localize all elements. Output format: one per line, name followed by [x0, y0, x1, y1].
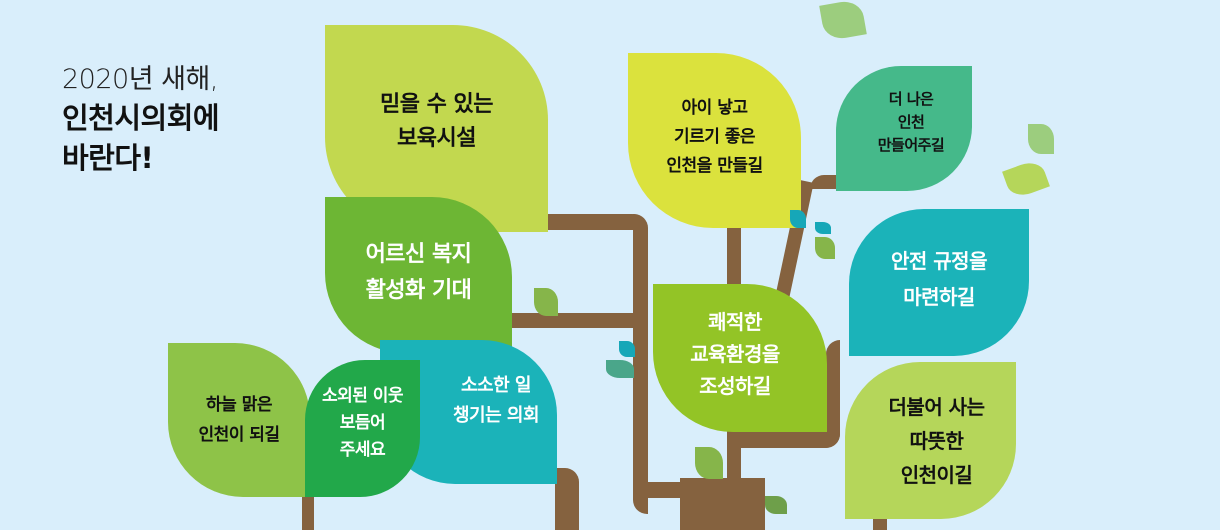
small-leaf-icon	[619, 341, 635, 357]
headline-year: 2020년 새해,	[62, 64, 218, 95]
small-leaf-icon	[695, 447, 723, 479]
leaf-text: 인천을 만들길	[666, 156, 763, 176]
headline-council: 인천시의회에	[62, 101, 220, 135]
leaf-text: 소소한 일	[460, 375, 532, 396]
small-leaf-icon	[1028, 124, 1054, 154]
leaf-text: 안전 규정을	[891, 248, 987, 273]
small-leaf-icon	[1002, 158, 1050, 200]
leaf-raise-children: 아이 낳고 기르기 좋은 인천을 만들길	[628, 53, 801, 228]
leaf-text: 더불어 사는	[888, 394, 985, 419]
branch-right-lower	[740, 432, 840, 448]
leaf-text: 하늘 맑은	[206, 395, 272, 415]
leaf-text: 어르신 복지	[365, 242, 472, 267]
leaf-text: 챙기는 의회	[452, 405, 540, 426]
leaf-text: 믿을 수 있는	[379, 91, 494, 117]
small-leaf-icon	[606, 360, 634, 378]
leaf-text: 마련하길	[903, 284, 975, 309]
leaf-safety-rules: 안전 규정을 마련하길	[849, 209, 1029, 356]
leaf-text: 아이 낳고	[681, 98, 748, 118]
headline-wish: 바란다!	[62, 141, 154, 175]
leaf-better-incheon: 더 나은 인천 만들어주길	[836, 66, 972, 191]
small-leaf-icon	[765, 496, 787, 514]
trunk	[680, 478, 765, 530]
branch-right-lower-vertical	[826, 340, 840, 448]
branch-teal-stem	[555, 468, 579, 530]
leaf-text: 소외된 이웃	[321, 386, 404, 406]
leaf-text: 더 나은	[888, 90, 934, 108]
leaf-text: 기르기 좋은	[673, 127, 756, 147]
leaf-text: 주세요	[339, 440, 386, 460]
leaf-marginalized-neighbors: 소외된 이웃 보듬어 주세요	[305, 360, 420, 497]
small-leaf-icon	[815, 222, 831, 234]
small-leaf-icon	[534, 288, 558, 316]
leaf-clear-sky: 하늘 맑은 인천이 되길	[168, 343, 310, 497]
small-leaf-icon	[815, 237, 835, 259]
leaf-text: 활성화 기대	[365, 278, 472, 303]
leaf-text: 쾌적한	[708, 310, 762, 334]
leaf-text: 따뜻한	[909, 428, 964, 453]
branch-left-mid	[505, 313, 648, 328]
branch-left-vertical	[633, 214, 648, 514]
headline: 2020년 새해, 인천시의회에 바란다!	[62, 62, 220, 178]
leaf-text: 보육시설	[397, 125, 476, 151]
leaf-text: 인천이 되길	[198, 425, 280, 445]
small-leaf-icon	[819, 0, 867, 42]
branch-diagonal-top	[810, 175, 840, 189]
leaf-text: 만들어주길	[877, 136, 945, 154]
leaf-education-environment: 쾌적한 교육환경을 조성하길	[653, 284, 827, 432]
leaf-text: 인천	[897, 113, 925, 131]
leaf-text: 조성하길	[699, 374, 771, 398]
leaf-text: 인천이길	[900, 462, 973, 487]
leaf-text: 보듬어	[339, 413, 386, 433]
branch-left-upper	[540, 214, 646, 230]
leaf-text: 교육환경을	[690, 342, 780, 366]
leaf-elderly-welfare: 어르신 복지 활성화 기대	[325, 197, 512, 353]
small-leaf-icon	[790, 210, 806, 228]
branch-leftleaf-stem	[302, 495, 314, 530]
leaf-warm-together: 더불어 사는 따뜻한 인천이길	[845, 362, 1016, 519]
